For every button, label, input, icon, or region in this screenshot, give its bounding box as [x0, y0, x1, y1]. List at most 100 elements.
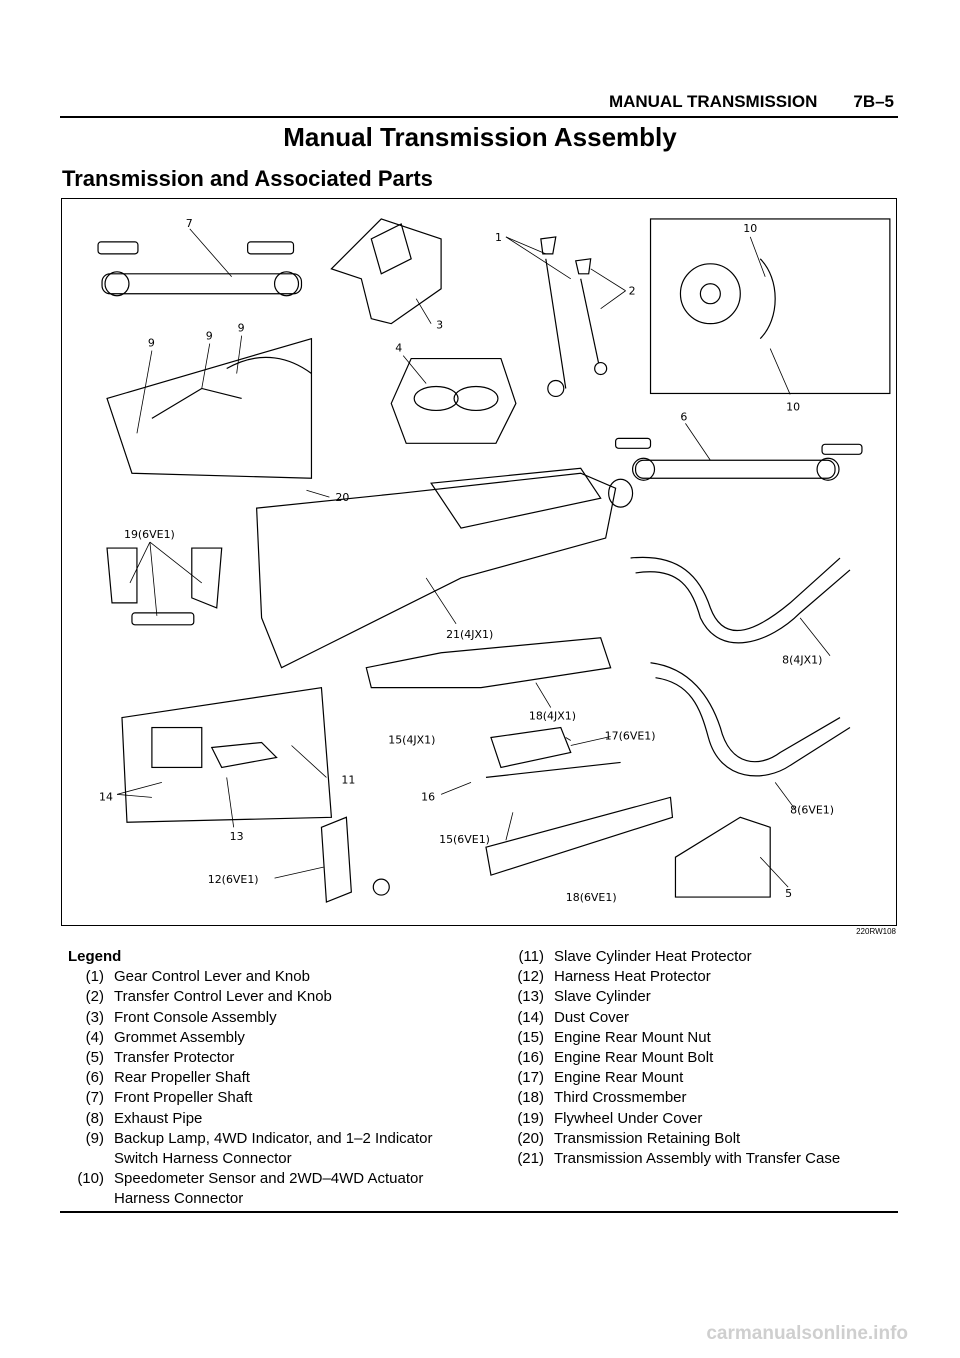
legend-item-number: (18) [517, 1089, 544, 1107]
transmission-case-drawing [255, 467, 634, 669]
legend-item-number: (7) [85, 1089, 104, 1107]
legend-item-number: (3) [85, 1008, 104, 1026]
legend-item: (8) Exhaust Pipe [66, 1109, 466, 1129]
callout-label: 11 [341, 773, 355, 786]
legend-item: (1)Gear Control Lever and Knob [66, 967, 466, 987]
callout-label: 21(4JX1) [446, 628, 493, 641]
legend-item: (10) Speedometer Sensor and 2WD–4WD Actua… [66, 1169, 466, 1209]
legend-item-number: (10) [77, 1170, 104, 1188]
callout-label: 19(6VE1) [124, 528, 175, 541]
speedometer-area-drawing [649, 218, 891, 395]
front-console-drawing [330, 218, 442, 325]
legend-item-number: (9) [85, 1129, 104, 1147]
callout-label: 4 [395, 342, 402, 355]
footer-divider [60, 1211, 898, 1213]
legend-item-number: (6) [85, 1069, 104, 1087]
legend-item: (4) Grommet Assembly [66, 1028, 466, 1048]
legend-item-text: Third Crossmember [554, 1089, 687, 1107]
legend-item: (3)Front Console Assembly [66, 1008, 466, 1028]
third-crossmember-6ve1-drawing [485, 796, 674, 876]
legend-item-number: (2) [85, 988, 104, 1006]
legend-item: (16) Engine Rear Mount Bolt [506, 1048, 906, 1068]
callout-label: 20 [335, 491, 349, 504]
flywheel-cover-drawing [106, 547, 223, 626]
legend-item-text: Backup Lamp, 4WD Indicator, and 1–2 Indi… [114, 1129, 433, 1168]
legend-item-text: Engine Rear Mount Bolt [554, 1049, 714, 1067]
callout-label: 9 [238, 322, 245, 335]
callout-label: 18(4JX1) [529, 710, 576, 723]
callout-label: 7 [186, 217, 193, 230]
diagram-svg: 7 1 10 2 3 9 9 9 4 10 6 20 19(6VE1) 21(4JX1) 8(4JX1) 18… [97, 217, 891, 904]
legend-item-text: Transfer Protector [114, 1049, 235, 1067]
legend-item: (5)Transfer Protector [66, 1048, 466, 1068]
section-name: MANUAL TRANSMISSION [608, 92, 818, 111]
legend-left-column: Legend (1)Gear Control Lever and Knob(2)… [66, 947, 466, 1210]
callout-label: 5 [785, 887, 792, 900]
legend-item: (20) Transmission Retaining Bolt [506, 1129, 906, 1149]
legend-item-text: Transfer Control Lever and Knob [114, 988, 332, 1006]
legend-item: (6) Rear Propeller Shaft [66, 1068, 466, 1088]
watermark: carmanualsonline.info [706, 1323, 908, 1344]
page-header: MANUAL TRANSMISSION 7B–5 [609, 92, 894, 112]
legend-item-number: (4) [85, 1028, 104, 1046]
legend-title: Legend [68, 948, 122, 965]
legend-item: (18) Third Crossmember [506, 1088, 906, 1108]
figure-code: 220RW108 [856, 927, 896, 936]
legend-item-number: (20) [517, 1129, 544, 1147]
legend-item-text: Slave Cylinder Heat Protector [554, 948, 752, 965]
transfer-protector-drawing [674, 816, 771, 898]
callout-label: 8(4JX1) [782, 654, 822, 667]
exploded-parts-diagram: 7 1 10 2 3 9 9 9 4 10 6 20 19(6VE1) 21(4JX1) 8(4JX1) 18… [61, 198, 897, 926]
legend-right-column: (11) Slave Cylinder Heat Protector (12)Har… [506, 947, 906, 1169]
callout-label: 13 [230, 830, 244, 843]
legend-item-number: (12) [517, 968, 544, 986]
legend-item-number: (17) [517, 1069, 544, 1087]
callout-label: 15(4JX1) [388, 734, 435, 747]
callout-label: 10 [786, 400, 800, 413]
legend-item: (11) Slave Cylinder Heat Protector [506, 947, 906, 967]
legend-item-number: (15) [517, 1028, 544, 1046]
legend-item-number: (8) [85, 1109, 104, 1127]
legend-item: (15)Engine Rear Mount Nut [506, 1028, 906, 1048]
callout-label: 9 [148, 337, 155, 350]
callout-label: 12(6VE1) [208, 873, 259, 886]
legend-item-text: Speedometer Sensor and 2WD–4WD Actuator … [114, 1170, 424, 1208]
exhaust-pipe-drawing [630, 556, 851, 777]
legend-item-text: Slave Cylinder [554, 988, 651, 1006]
legend-item: (21) Transmission Assembly with Transfer … [506, 1149, 906, 1169]
section-subtitle: Transmission and Associated Parts [62, 166, 433, 191]
legend-item-text: Rear Propeller Shaft [114, 1069, 250, 1087]
legend-item-number: (16) [517, 1049, 544, 1067]
callout-label: 2 [629, 285, 636, 298]
legend-item: (7)Front Propeller Shaft [66, 1088, 466, 1108]
legend-item-text: Dust Cover [554, 1008, 630, 1026]
legend-item-text: Transmission Assembly with Transfer Case [554, 1150, 841, 1168]
engine-rear-mount-drawing [485, 726, 621, 779]
legend-item-text: Grommet Assembly [114, 1028, 245, 1046]
legend-item-text: Exhaust Pipe [114, 1109, 203, 1127]
callout-label: 10 [743, 222, 757, 235]
header-divider [60, 116, 898, 118]
callout-label: 3 [436, 319, 443, 332]
legend-item-number: (13) [517, 988, 544, 1006]
harness-heat-protector-drawing [320, 816, 390, 903]
callout-label: 1 [495, 231, 502, 244]
callout-label: 9 [206, 330, 213, 343]
legend-item-number: (11) [518, 948, 544, 965]
callout-label: 17(6VE1) [605, 730, 656, 743]
legend-item: (12)Harness Heat Protector [506, 967, 906, 987]
callout-label: 16 [421, 790, 435, 803]
page-title: Manual Transmission Assembly [283, 122, 677, 152]
legend-item-text: Engine Rear Mount [554, 1069, 684, 1087]
legend-item-text: Transmission Retaining Bolt [554, 1129, 741, 1147]
legend-item-number: (14) [517, 1008, 544, 1026]
legend-item-number: (21) [517, 1150, 544, 1168]
legend-item: (2) Transfer Control Lever and Knob [66, 987, 466, 1007]
callout-label: 14 [99, 790, 113, 803]
callout-label: 8(6VE1) [790, 803, 834, 816]
legend-item-number: (19) [517, 1109, 544, 1127]
legend-item: (17) Engine Rear Mount [506, 1068, 906, 1088]
callout-label: 18(6VE1) [566, 891, 617, 904]
rear-propeller-shaft-drawing [615, 437, 863, 481]
callout-label: 6 [680, 410, 687, 423]
